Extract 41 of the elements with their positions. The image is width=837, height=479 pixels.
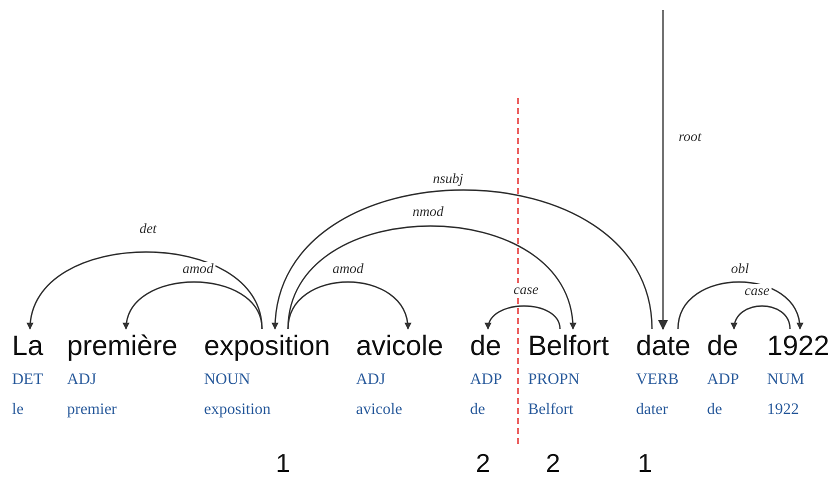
dependency-arc <box>287 225 576 330</box>
word-token: La <box>12 331 44 361</box>
lemma-text: 1922 <box>767 401 799 419</box>
group-number: 2 <box>476 448 490 478</box>
lemma-text: de <box>707 401 722 419</box>
dependency-arc <box>124 281 263 330</box>
pos-tag: ADJ <box>356 371 386 389</box>
dependency-arc <box>732 305 791 330</box>
word-token: de <box>470 331 502 361</box>
dependency-arc <box>287 281 410 330</box>
dependency-arc <box>677 281 802 330</box>
word-token: date <box>636 331 690 361</box>
pos-tag: NUM <box>767 371 804 389</box>
edge-label: nsubj <box>430 172 466 187</box>
pos-tag: PROPN <box>528 371 580 389</box>
dependency-arc <box>28 251 263 330</box>
lemma-text: dater <box>636 401 668 419</box>
lemma-text: Belfort <box>528 401 574 419</box>
pos-tag: ADJ <box>67 371 96 389</box>
word-token: de <box>707 331 738 361</box>
lemma-text: le <box>12 401 24 419</box>
word-token: exposition <box>204 331 330 361</box>
pos-tag: VERB <box>636 371 679 389</box>
word-token: avicole <box>356 331 444 361</box>
dependency-arc <box>486 305 561 330</box>
root-arrow <box>658 10 668 330</box>
dependency-arc <box>272 190 653 330</box>
lemma-text: de <box>470 401 486 419</box>
word-token: 1922 <box>767 331 830 361</box>
lemma-text: premier <box>67 401 117 419</box>
group-number: 1 <box>638 448 652 478</box>
pos-tag: ADP <box>470 371 502 389</box>
group-number: 2 <box>546 448 560 478</box>
lemma-text: avicole <box>356 401 402 419</box>
word-token: première <box>67 331 178 361</box>
pos-tag: ADP <box>707 371 740 389</box>
pos-tag: DET <box>12 371 44 389</box>
group-number: 1 <box>276 448 290 478</box>
lemma-text: exposition <box>204 401 271 419</box>
word-token: Belfort <box>528 331 609 361</box>
pos-tag: NOUN <box>204 371 250 389</box>
